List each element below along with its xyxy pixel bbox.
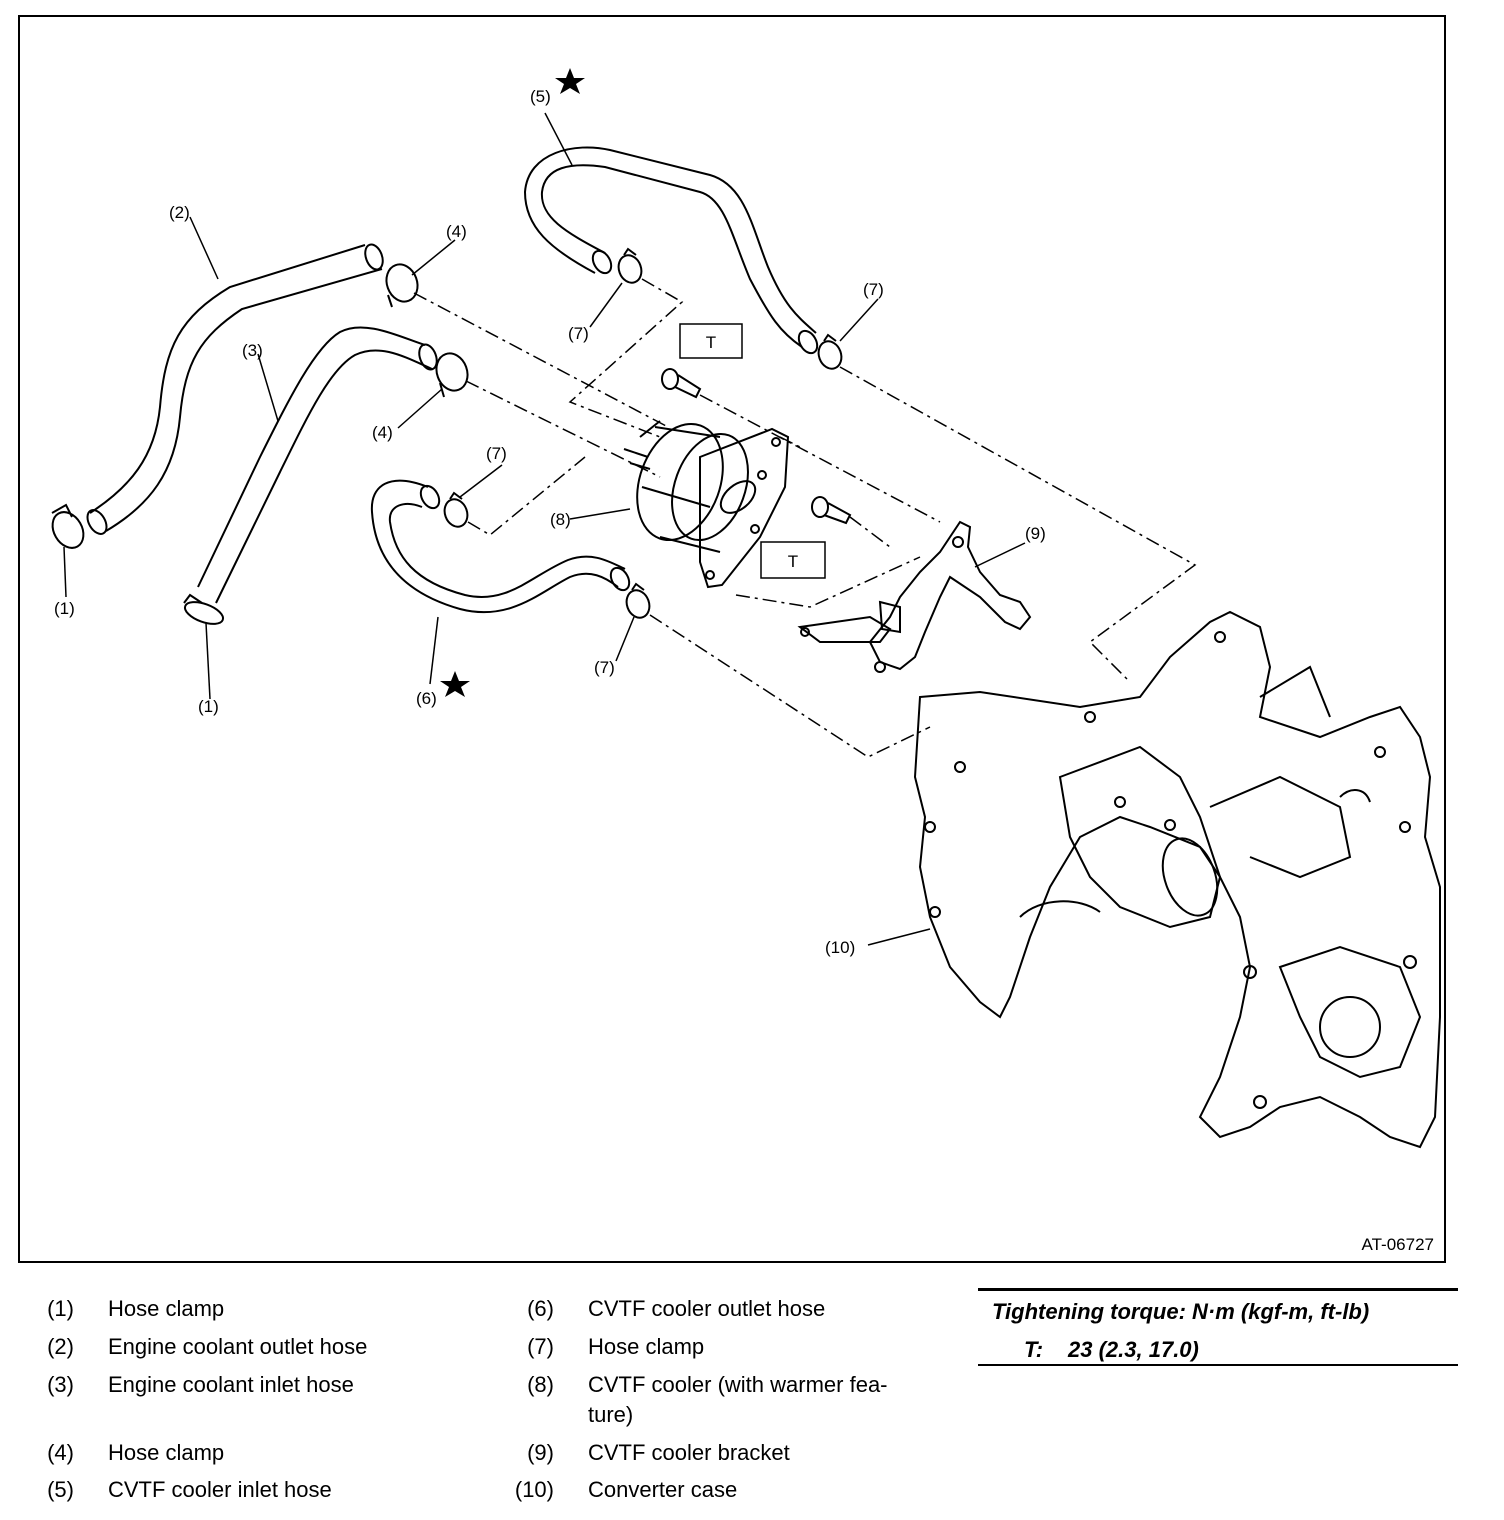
callout-7: (7) (594, 658, 615, 677)
diagram-drawing: T T (1) (1) (2) (3) (4) (4) (5) (6) (7) … (51, 68, 1441, 1149)
legend-number: (6) (527, 1296, 554, 1321)
legend-number: (4) (47, 1440, 74, 1465)
callout-3: (3) (242, 341, 263, 360)
converter-case (913, 610, 1441, 1149)
legend-number: (1) (47, 1296, 74, 1321)
cvtf-cooler-inlet-hose (523, 146, 819, 355)
legend-text: Hose clamp (108, 1296, 225, 1321)
legend-text: Hose clamp (588, 1334, 705, 1359)
legend-text: Converter case (588, 1477, 738, 1502)
exploded-diagram: T T (1) (1) (2) (3) (4) (4) (5) (6) (7) … (18, 15, 1446, 1263)
bolt-lower (811, 496, 852, 525)
star-icon (555, 68, 585, 94)
bolt-upper (661, 368, 702, 399)
legend-number: (2) (47, 1334, 74, 1359)
svg-text:T: T (706, 333, 716, 352)
cvtf-cooler-outlet-hose (370, 479, 631, 614)
legend-number: (8) (527, 1372, 554, 1397)
cvtf-cooler-bracket (797, 520, 1032, 673)
hose-clamp-4a (385, 263, 419, 308)
hose-clamp-1b (183, 593, 225, 625)
legend-number: (5) (47, 1477, 74, 1502)
callout-4: (4) (372, 423, 393, 442)
legend-number: (3) (47, 1372, 74, 1397)
callout-1: (1) (54, 599, 75, 618)
engine-coolant-inlet-hose (197, 326, 438, 604)
torque-mark-upper: T (679, 323, 743, 359)
callout-7: (7) (486, 444, 507, 463)
callout-7: (7) (863, 280, 884, 299)
hose-clamp-1a (51, 503, 85, 549)
callout-8: (8) (550, 510, 571, 529)
hose-clamp-7d (625, 582, 651, 619)
hose-clamp-7a (617, 247, 643, 284)
engine-coolant-outlet-hose (86, 243, 384, 535)
legend-text: Engine coolant inlet hose (108, 1372, 354, 1397)
callout-9: (9) (1025, 524, 1046, 543)
legend-number: (7) (527, 1334, 554, 1359)
legend-text: CVTF cooler (with warmer fea- (588, 1372, 888, 1397)
legend-number: (10) (514, 1477, 554, 1502)
svg-text:T: T (788, 552, 798, 571)
legend-text: Engine coolant outlet hose (108, 1334, 368, 1359)
legend-text: CVTF cooler outlet hose (588, 1296, 826, 1321)
callout-leaders (63, 112, 1026, 946)
callout-2: (2) (169, 203, 190, 222)
callout-6: (6) (416, 689, 437, 708)
callout-1: (1) (198, 697, 219, 716)
hose-clamp-4b (435, 352, 469, 398)
legend-text: ture) (588, 1402, 634, 1427)
assembly-guide-lines (413, 278, 1197, 758)
legend-number: (9) (527, 1440, 554, 1465)
callout-5: (5) (530, 87, 551, 106)
hose-clamp-7b (817, 333, 843, 370)
torque-title: Tightening torque: N·m (kgf-m, ft-lb) (992, 1299, 1370, 1324)
legend-text: CVTF cooler inlet hose (108, 1477, 332, 1502)
star-icon (440, 671, 470, 697)
callout-7: (7) (568, 324, 589, 343)
tightening-torque-box: Tightening torque: N·m (kgf-m, ft-lb) T:… (978, 1288, 1458, 1366)
callout-10: (10) (825, 938, 855, 957)
torque-key: T: (1024, 1337, 1044, 1362)
callout-4: (4) (446, 222, 467, 241)
figure-id: AT-06727 (1361, 1235, 1434, 1254)
legend-text: Hose clamp (108, 1440, 225, 1465)
legend-text: CVTF cooler bracket (588, 1440, 790, 1465)
torque-mark-lower: T (760, 541, 826, 579)
torque-value: 23 (2.3, 17.0) (1068, 1337, 1199, 1362)
hose-clamp-7c (443, 491, 469, 528)
